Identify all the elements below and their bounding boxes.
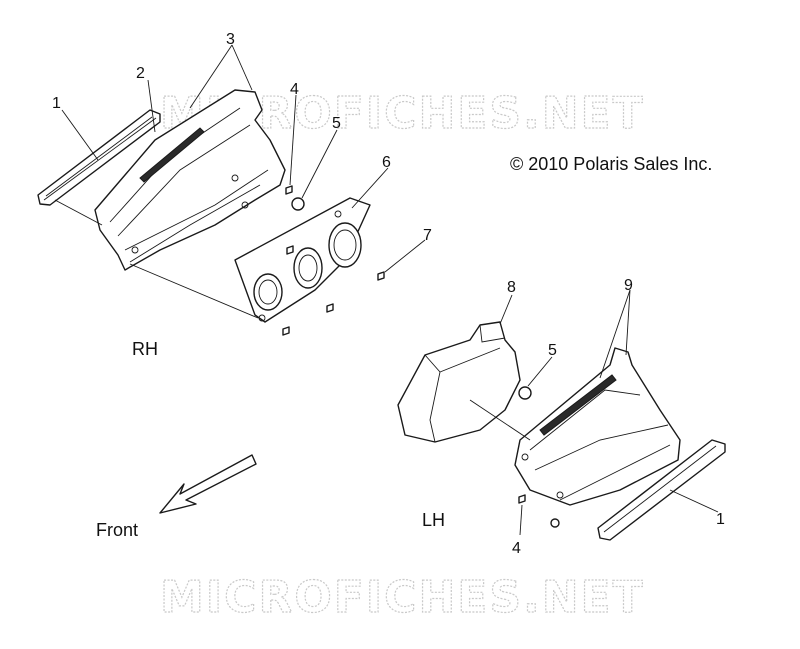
side-label-rh: RH xyxy=(132,339,158,359)
rh-nut xyxy=(291,197,305,211)
lh-bezel-housing xyxy=(514,347,681,506)
lh-screw xyxy=(518,494,560,528)
callout-rh-4: 4 xyxy=(290,81,299,98)
watermark-bottom: MICROFICHES.NET xyxy=(160,572,645,623)
lh-trim-strip xyxy=(597,439,726,541)
callout-rh-1: 1 xyxy=(52,95,61,112)
callout-lh-8: 8 xyxy=(507,279,516,296)
lh-gauge-housing xyxy=(397,321,521,443)
front-arrow xyxy=(159,454,257,514)
rh-assembly xyxy=(37,44,426,336)
callout-rh-2: 2 xyxy=(136,65,145,82)
lh-nut xyxy=(518,386,532,400)
callout-lh-4: 4 xyxy=(512,540,521,557)
lh-assembly xyxy=(397,289,726,541)
callout-rh-3: 3 xyxy=(226,31,235,48)
callout-rh-7: 7 xyxy=(423,227,432,244)
front-label: Front xyxy=(96,520,138,540)
callout-lh-1: 1 xyxy=(716,511,725,528)
rh-gauge-plate xyxy=(234,197,371,323)
callout-rh-6: 6 xyxy=(382,154,391,171)
callout-lh-9: 9 xyxy=(624,277,633,294)
rh-screw xyxy=(285,185,293,195)
rh-screws xyxy=(282,245,385,336)
callout-rh-5: 5 xyxy=(332,115,341,132)
rh-bezel-housing xyxy=(94,89,286,271)
copyright-text: © 2010 Polaris Sales Inc. xyxy=(510,154,712,174)
callout-lh-5: 5 xyxy=(548,342,557,359)
rh-trim-strip xyxy=(37,109,161,206)
side-label-lh: LH xyxy=(422,510,445,530)
